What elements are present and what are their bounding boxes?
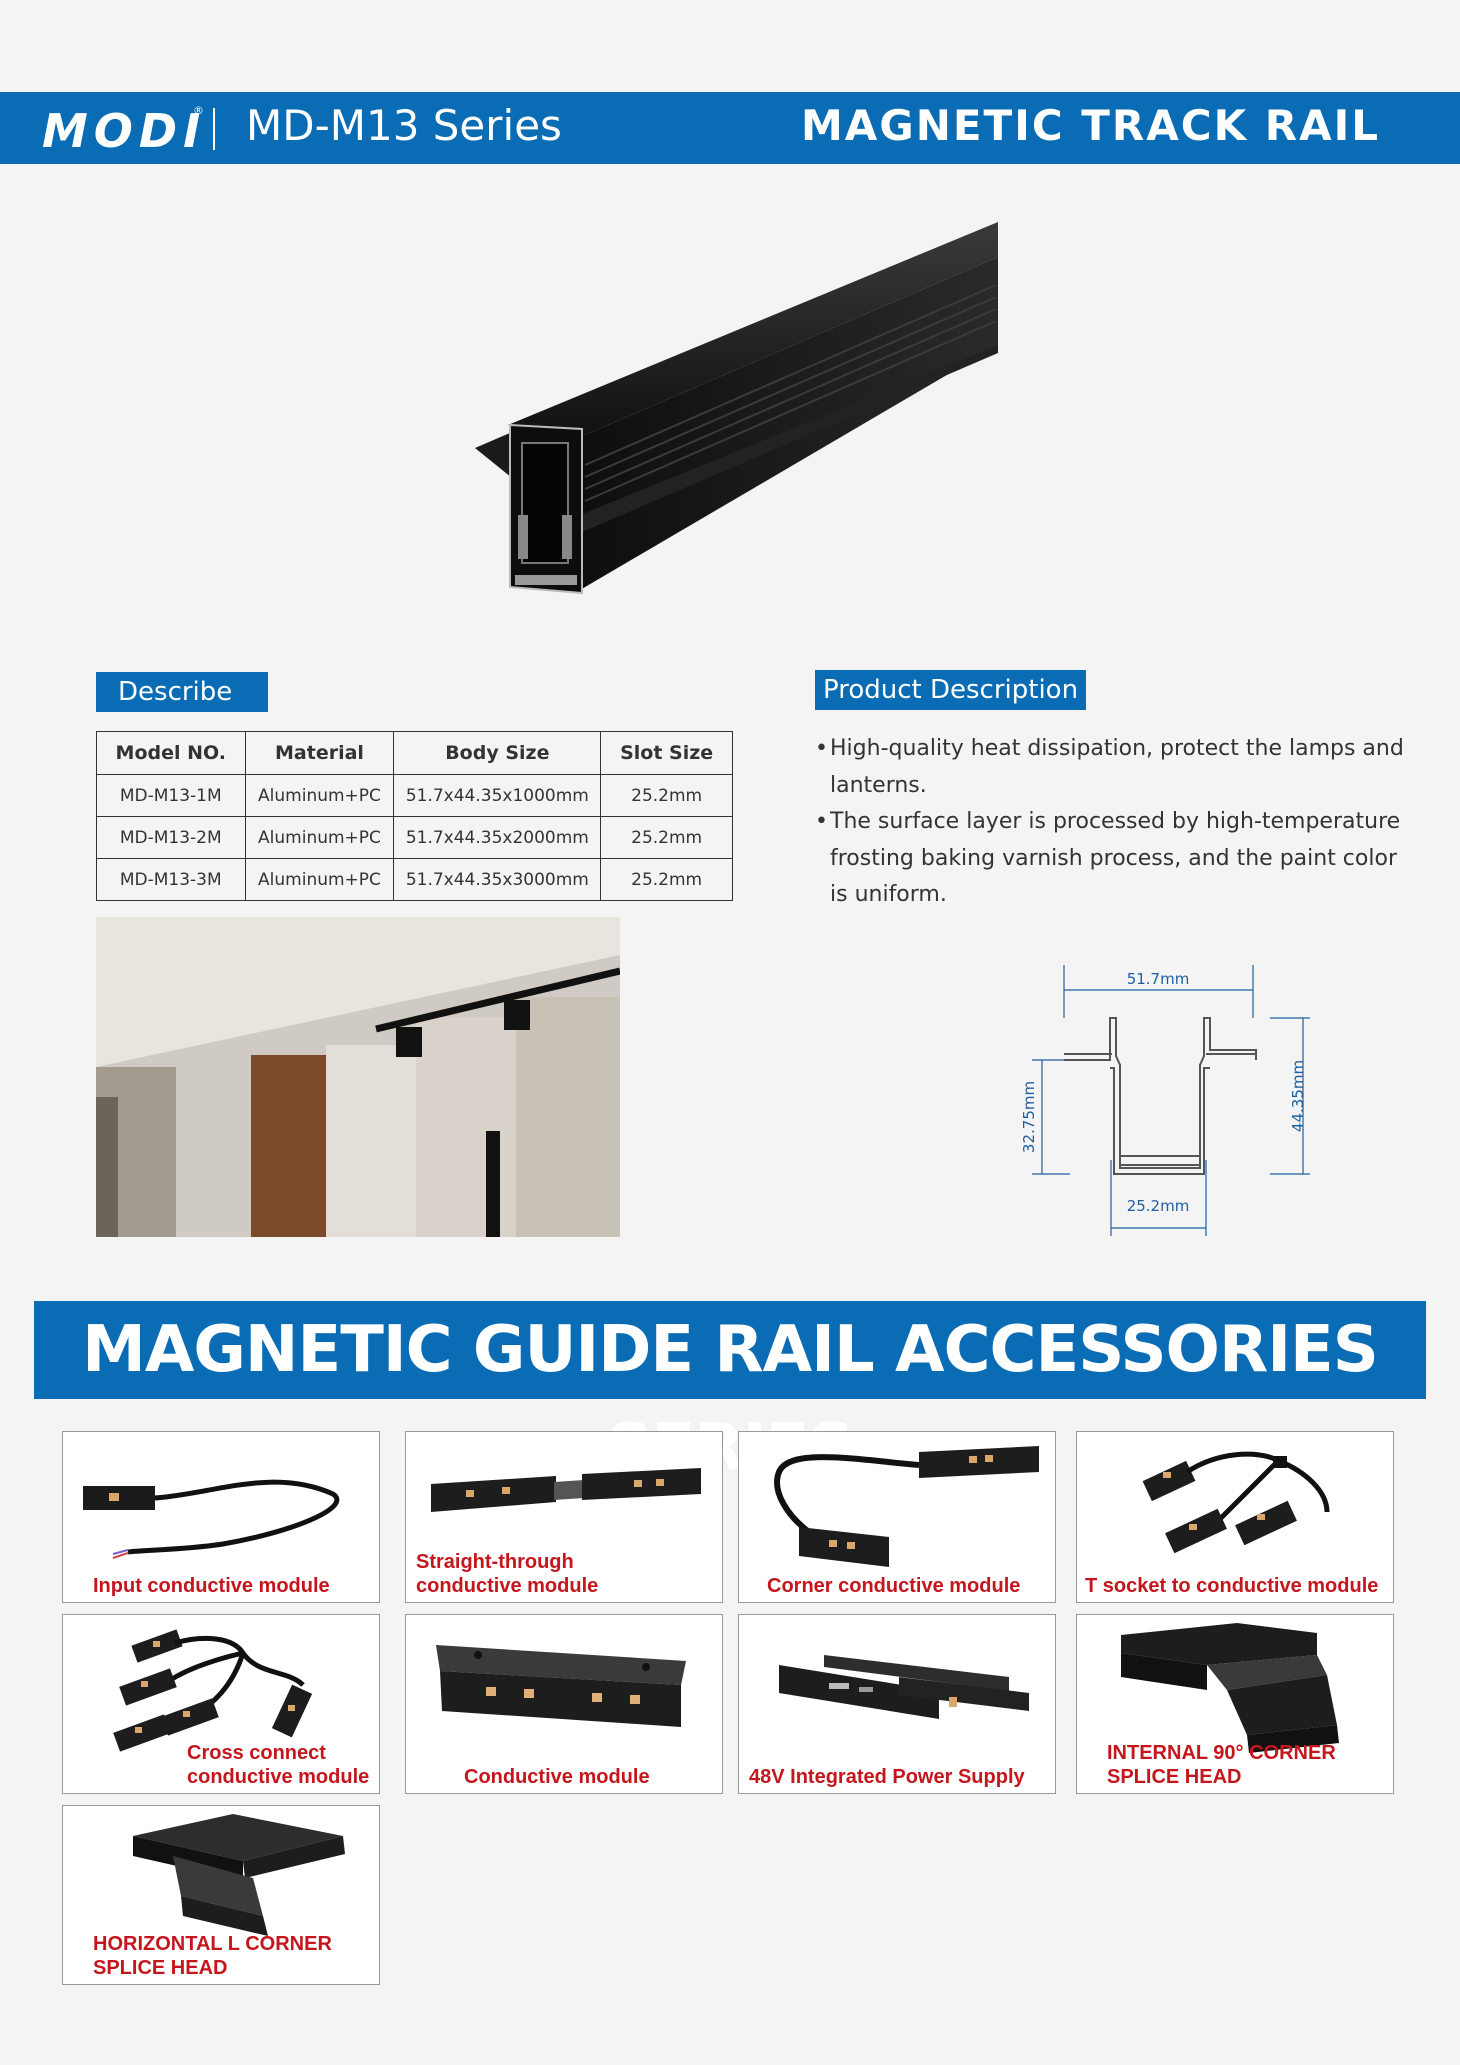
table-cell: MD-M13-1M [96,774,246,817]
accessory-caption: HORIZONTAL L CORNER SPLICE HEAD [93,1933,332,1979]
accessory-card-corner: Corner conductive module [738,1431,1056,1603]
table-cell: 25.2mm [600,816,733,859]
header-bar [0,92,1460,164]
column-header: Material [244,731,395,775]
dimension-width-label: 51.7mm [1127,970,1190,988]
column-header: Body Size [393,731,602,775]
column-header: Model NO. [96,731,246,775]
table-row: MD-M13-1M Aluminum+PC 51.7x44.35x1000mm … [96,774,733,817]
accessory-card-input: Input conductive module [62,1431,380,1603]
input-module-icon [83,1479,340,1559]
accessory-caption: Cross connect conductive module [187,1742,370,1788]
accessory-card-conductive: Conductive module [405,1614,723,1794]
table-cell: 51.7x44.35x3000mm [393,858,602,901]
corner-module-icon [774,1446,1039,1567]
accessory-card-l-corner: HORIZONTAL L CORNER SPLICE HEAD [62,1805,380,1985]
cross-module-icon [113,1629,313,1752]
page-title: MAGNETIC TRACK RAIL [800,101,1380,150]
registered-mark: ® [193,104,204,117]
table-header-row: Model NO. Material Body Size Slot Size [96,731,733,775]
table-cell: Aluminum+PC [244,858,395,901]
power-supply-icon [779,1655,1029,1719]
track-rail-product-image [475,222,998,595]
accessory-caption: Conductive module [464,1766,650,1788]
table-cell: 51.7x44.35x2000mm [393,816,602,859]
accessory-card-t-socket: T socket to conductive module [1076,1431,1394,1603]
conductive-module-icon [436,1645,686,1727]
table-cell: Aluminum+PC [244,816,395,859]
l-corner-icon [133,1814,345,1936]
accessory-caption: Corner conductive module [767,1575,1021,1597]
t-socket-icon [1142,1451,1330,1554]
series-name: MD-M13 Series [246,101,562,150]
accessory-caption: Straight-through conductive module [416,1551,599,1597]
column-header: Slot Size [600,731,733,775]
spec-table: Model NO. Material Body Size Slot Size M… [96,731,733,901]
accessory-caption: 48V Integrated Power Supply [749,1766,1025,1788]
table-cell: 51.7x44.35x1000mm [393,774,602,817]
table-row: MD-M13-3M Aluminum+PC 51.7x44.35x3000mm … [96,858,733,901]
describe-label: Describe [96,672,268,712]
list-item: High-quality heat dissipation, protect t… [815,731,1405,804]
table-cell: 25.2mm [600,774,733,817]
product-description-label: Product Description [815,670,1087,710]
header-divider [213,108,215,150]
accessory-caption: T socket to conductive module [1085,1575,1379,1597]
accessory-card-power: 48V Integrated Power Supply [738,1614,1056,1794]
accessory-card-cross: Cross connect conductive module [62,1614,380,1794]
dimension-inner-height-label: 32.75mm [1020,1081,1038,1153]
table-row: MD-M13-2M Aluminum+PC 51.7x44.35x2000mm … [96,816,733,859]
installation-photo [96,917,620,1237]
accessory-card-straight: Straight-through conductive module [405,1431,723,1603]
table-cell: Aluminum+PC [244,774,395,817]
description-list: High-quality heat dissipation, protect t… [815,731,1405,914]
profile-dimension-drawing: 51.7mm 44.35mm 32.75mm 25.2mm [1020,965,1310,1236]
dimension-slot-label: 25.2mm [1127,1197,1190,1215]
accessory-caption: Input conductive module [93,1575,330,1597]
accessory-card-internal-corner: INTERNAL 90° CORNER SPLICE HEAD [1076,1614,1394,1794]
table-cell: MD-M13-3M [96,858,246,901]
accessory-caption: INTERNAL 90° CORNER SPLICE HEAD [1107,1742,1336,1788]
brand-logo: MODI [42,104,207,158]
straight-module-icon [431,1468,701,1512]
accessories-banner-title: MAGNETIC GUIDE RAIL ACCESSORIES SERIES [82,1313,1379,1485]
list-item: The surface layer is processed by high-t… [815,804,1405,914]
internal-corner-icon [1121,1623,1339,1753]
dimension-height-label: 44.35mm [1289,1060,1307,1132]
table-cell: 25.2mm [600,858,733,901]
table-cell: MD-M13-2M [96,816,246,859]
accessories-banner [34,1301,1426,1399]
